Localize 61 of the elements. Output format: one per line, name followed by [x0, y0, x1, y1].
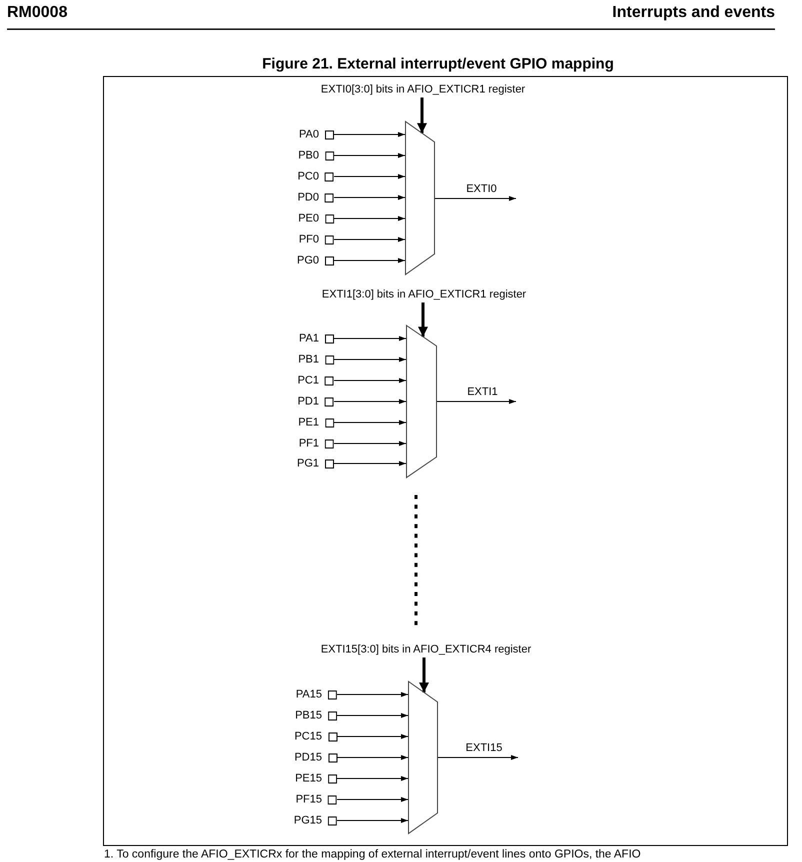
arrow: [418, 302, 428, 337]
pin-label: PB15: [295, 710, 322, 721]
pin-label: PE15: [295, 773, 322, 784]
arrow: [336, 797, 408, 802]
arrow: [417, 98, 427, 134]
register-label: EXTI15[3:0] bits in AFIO_EXTICR4 register: [320, 644, 532, 656]
arrow: [334, 174, 406, 179]
pin-label: PG1: [296, 458, 319, 469]
pin-label: PG0: [296, 255, 319, 266]
arrow: [434, 196, 516, 201]
pin-label: PC0: [298, 171, 319, 182]
pin-label: PB1: [298, 354, 319, 365]
pin-label: PF15: [296, 794, 322, 805]
pin-label: PE0: [298, 213, 319, 224]
register-label: EXTI0[3:0] bits in AFIO_EXTICR1 register: [320, 84, 526, 96]
footnote-text: 1. To configure the AFIO_EXTICRx for the mapping of external interrupt/event lines onto GPIOs, the AFIO: [104, 848, 641, 862]
arrow: [336, 734, 408, 739]
multiplexer-symbol: [408, 681, 438, 834]
multiplexer-symbol: [405, 121, 435, 275]
arrow: [336, 692, 408, 697]
arrow: [334, 420, 406, 425]
arrow: [336, 818, 408, 823]
pin-label: PA0: [299, 129, 319, 140]
arrow: [334, 195, 406, 200]
edge-label: EXTI1: [466, 386, 499, 398]
arrow: [334, 216, 406, 221]
pin-label: PD0: [298, 192, 319, 203]
pin-label: PG15: [294, 815, 322, 826]
multiplexer-symbol: [406, 325, 437, 478]
arrow: [334, 336, 406, 341]
arrow: [336, 776, 408, 781]
pin-label: PA15: [296, 689, 322, 700]
arrow: [336, 713, 408, 718]
section-heading: Interrupts and events: [612, 4, 775, 22]
pin-label: PD15: [294, 752, 322, 763]
arrow: [438, 755, 518, 760]
arrow: [334, 132, 406, 137]
arrow: [334, 378, 406, 383]
arrow: [334, 357, 406, 362]
pin-label: PA1: [299, 333, 319, 344]
arrow: [334, 153, 406, 158]
arrow: [334, 441, 406, 446]
pin-label: PE1: [298, 417, 319, 428]
arrow: [334, 461, 406, 466]
document-code: RM0008: [7, 4, 68, 22]
edge-label: EXTI0: [465, 184, 498, 194]
register-label: EXTI1[3:0] bits in AFIO_EXTICR1 register: [322, 290, 526, 300]
pin-label: PB0: [298, 150, 319, 161]
arrow: [436, 399, 516, 404]
pin-label: PF0: [298, 234, 319, 245]
pin-label: PC15: [294, 731, 322, 742]
figure-title: Figure 21. External interrupt/event GPIO mapping: [262, 56, 614, 72]
arrow: [419, 658, 429, 692]
arrow: [336, 755, 408, 760]
pin-label: PC1: [298, 375, 319, 386]
pin-label: PD1: [298, 396, 319, 407]
arrow: [334, 237, 406, 242]
pin-label: PF1: [298, 438, 319, 449]
edge-label: EXTI15: [464, 742, 504, 754]
arrow: [334, 258, 406, 263]
arrow: [334, 399, 406, 404]
